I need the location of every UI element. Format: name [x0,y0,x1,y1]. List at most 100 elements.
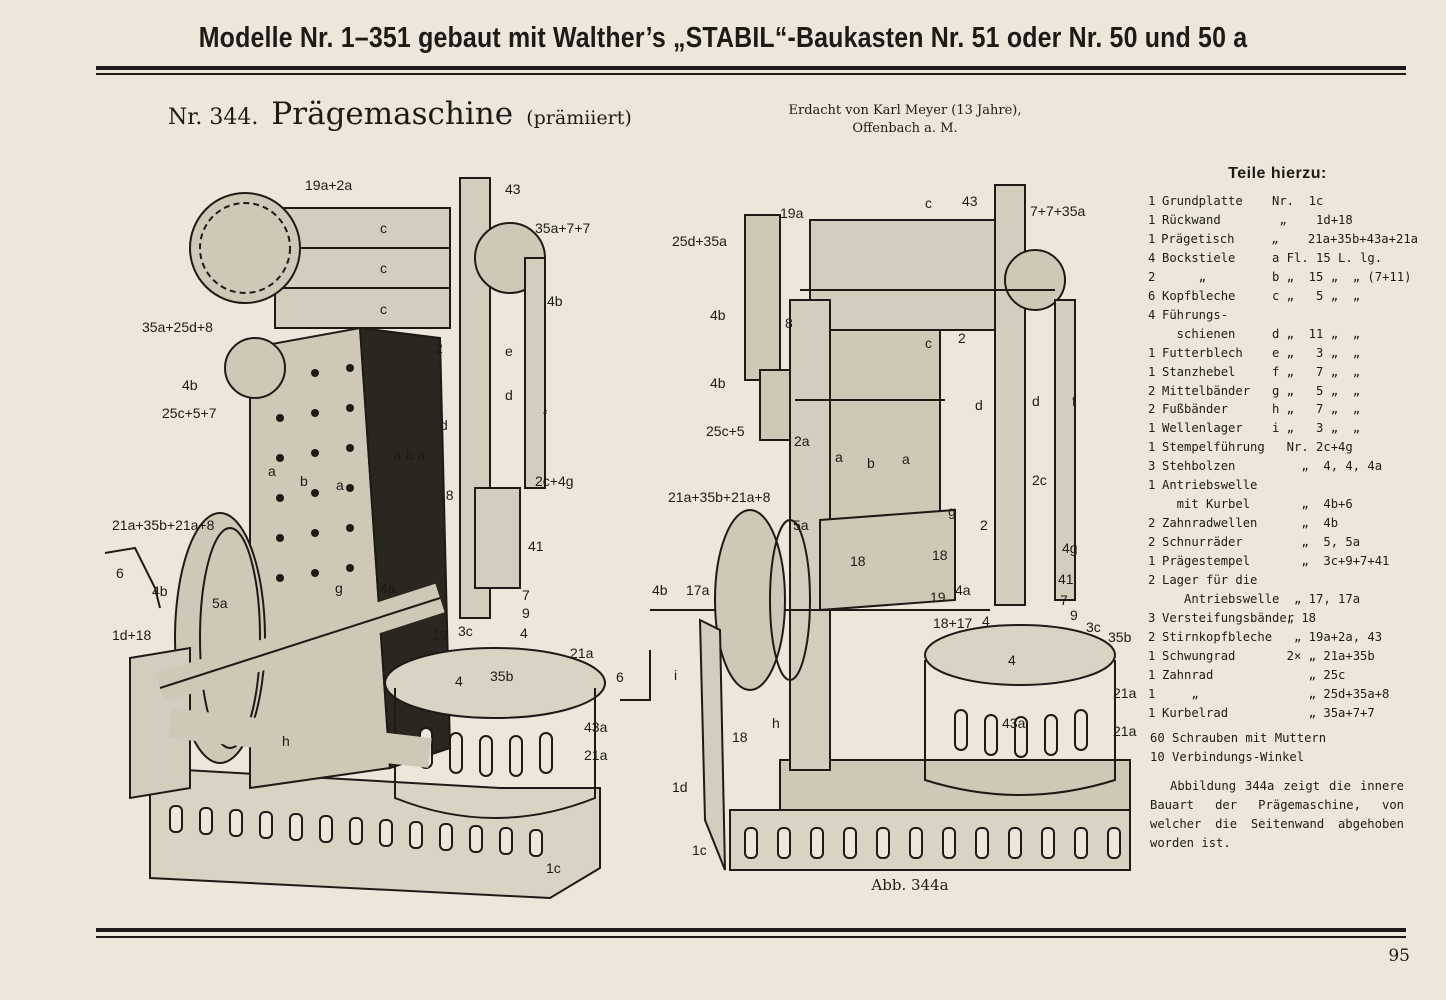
fig-label: 7 [1060,592,1068,608]
fig-label: d [975,397,983,413]
fig-label: 18 [850,553,866,569]
fig-label: 2 [435,340,443,356]
part-name: Mittelbänder [1162,383,1251,398]
fig-label: 35a+25d+8 [142,319,213,335]
fig-label: c [380,301,387,317]
model-name: Prägemaschine [271,96,514,132]
part-quantity: 1 [1148,364,1156,379]
fig-label: 18 [932,547,948,563]
header-rule-thin [96,73,1406,75]
part-spec: e „ 3 „ „ [1272,345,1361,360]
part-quantity: 1 [1148,440,1156,455]
fig-label: g [335,580,343,596]
fig-label: 19a [780,205,804,221]
fig-label: 1d+18 [112,627,152,643]
part-quantity: 2 [1148,573,1156,588]
fig-label: 4 [520,625,528,641]
part-quantity: 3 [1148,459,1156,474]
fig-label: e [505,343,513,359]
part-quantity: 1 [1148,194,1156,208]
figure-note: Abbildung 344a zeigt die innere Bauart d… [1150,779,1404,850]
part-name: Stempelführung [1162,440,1265,455]
parts-list-row: Antriebswelle „ 17, 17a [1148,590,1418,609]
fig-label: 18+17 [933,615,973,631]
part-name: Antriebswelle [1162,478,1258,493]
part-spec: „ 17, 17a [1272,592,1361,607]
fig-label: a [417,447,425,463]
fig-label: 3c [1086,619,1101,635]
part-spec: „ 4, 4, 4a [1272,459,1383,474]
part-name: Kurbelrad [1162,705,1229,720]
footer-rule-thick [96,928,1406,932]
fig-label: 9 [1070,607,1078,623]
machine-illustration-interior: 19a 25d+35a 4b 8 43 7+7+35a c c 2 4b 25c… [616,184,1137,871]
screws-line: 60 Schrauben mit Muttern [1150,731,1327,745]
part-name: Versteifungsbänder [1162,610,1295,625]
angles-line: 10 Verbindungs-Winkel [1150,750,1305,764]
part-quantity: 1 [1148,554,1156,569]
part-name: Zahnrad [1162,667,1214,682]
fig-label: 5a [793,517,809,533]
part-spec: „ 1d+18 [1272,212,1353,227]
parts-list-row: 1 Antriebswelle [1148,476,1418,495]
part-spec: b „ 15 „ „ (7+11) [1272,269,1412,284]
fig-label: 7 [522,587,530,603]
fig-label: 35b [490,668,514,684]
fig-label: 6 [616,669,624,685]
fig-label: 43a [1002,715,1026,731]
part-spec [1272,306,1418,325]
fig-label: 4 [455,673,463,689]
parts-list-row: 1 „ „ 25d+35a+8 [1148,685,1418,704]
part-spec: „ 25c [1272,667,1346,682]
fig-label: 21a+35b+21a+8 [668,489,771,505]
part-spec: „ 35a+7+7 [1272,705,1375,720]
part-name: Stanzhebel [1162,364,1236,379]
fig-label: 18 [438,487,454,503]
fig-label: h [772,715,780,731]
footer-rule-thin [96,936,1406,938]
parts-list-title: Teile hierzu: [1228,165,1327,182]
fig-label: d [440,417,448,433]
part-quantity: 3 [1148,610,1156,625]
fig-label: i [674,667,677,683]
fig-label: 1d [672,779,688,795]
fig-label: d [505,387,513,403]
fig-label: 3c [458,623,473,639]
part-quantity: 1 [1148,705,1156,720]
fig-label: 19 [432,627,448,643]
part-spec: Nr. 2c+4g [1272,440,1353,455]
part-name: Grundplatte [1162,194,1243,208]
parts-list-row: 2 „b „ 15 „ „ (7+11) [1148,268,1418,287]
part-spec: Nr. 1c [1272,194,1324,208]
page-header-title: Modelle Nr. 1–351 gebaut mit Walther’s „… [198,22,1248,54]
parts-list-row: 1 Grundplatte Nr. 1c [1148,192,1418,211]
fig-label: 4b [152,583,168,599]
part-spec: 2× „ 21a+35b [1272,648,1375,663]
part-spec [1272,571,1418,590]
fig-label: 4b [710,375,726,391]
part-name: Zahnradwellen [1162,516,1258,531]
fig-label: 21a [584,747,608,763]
part-quantity: 1 [1148,686,1156,701]
fig-label: 1c [692,842,707,858]
fig-label: h [282,733,290,749]
fig-label: 2c [1032,472,1047,488]
part-name: Schwungrad [1162,648,1236,663]
part-quantity: 1 [1148,478,1156,493]
part-name: Futterblech [1162,345,1243,360]
fig-label: 2c+4g [535,473,574,489]
part-quantity: 2 [1148,629,1156,644]
part-spec: g „ 5 „ „ [1272,383,1361,398]
part-spec: „ 3c+9+7+41 [1272,554,1390,569]
part-quantity [1148,590,1162,609]
fig-label: 21a [570,645,594,661]
